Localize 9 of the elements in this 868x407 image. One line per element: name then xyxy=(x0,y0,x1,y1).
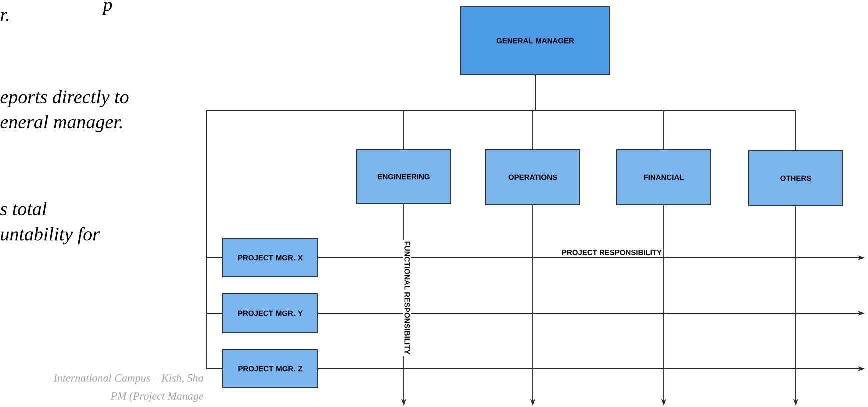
slide-text: p xyxy=(102,2,112,16)
slide-text: PM (Project Manage xyxy=(110,392,204,402)
slide-text: eneral manager. xyxy=(0,115,122,132)
slide-text: r. xyxy=(0,12,9,22)
slide-text: International Campus – Kish, Sha xyxy=(54,374,204,384)
connector xyxy=(206,75,536,370)
slide-text: untability for xyxy=(1,227,100,245)
slide-text: eports directly to xyxy=(0,90,129,108)
slide-text: s total xyxy=(0,202,47,216)
